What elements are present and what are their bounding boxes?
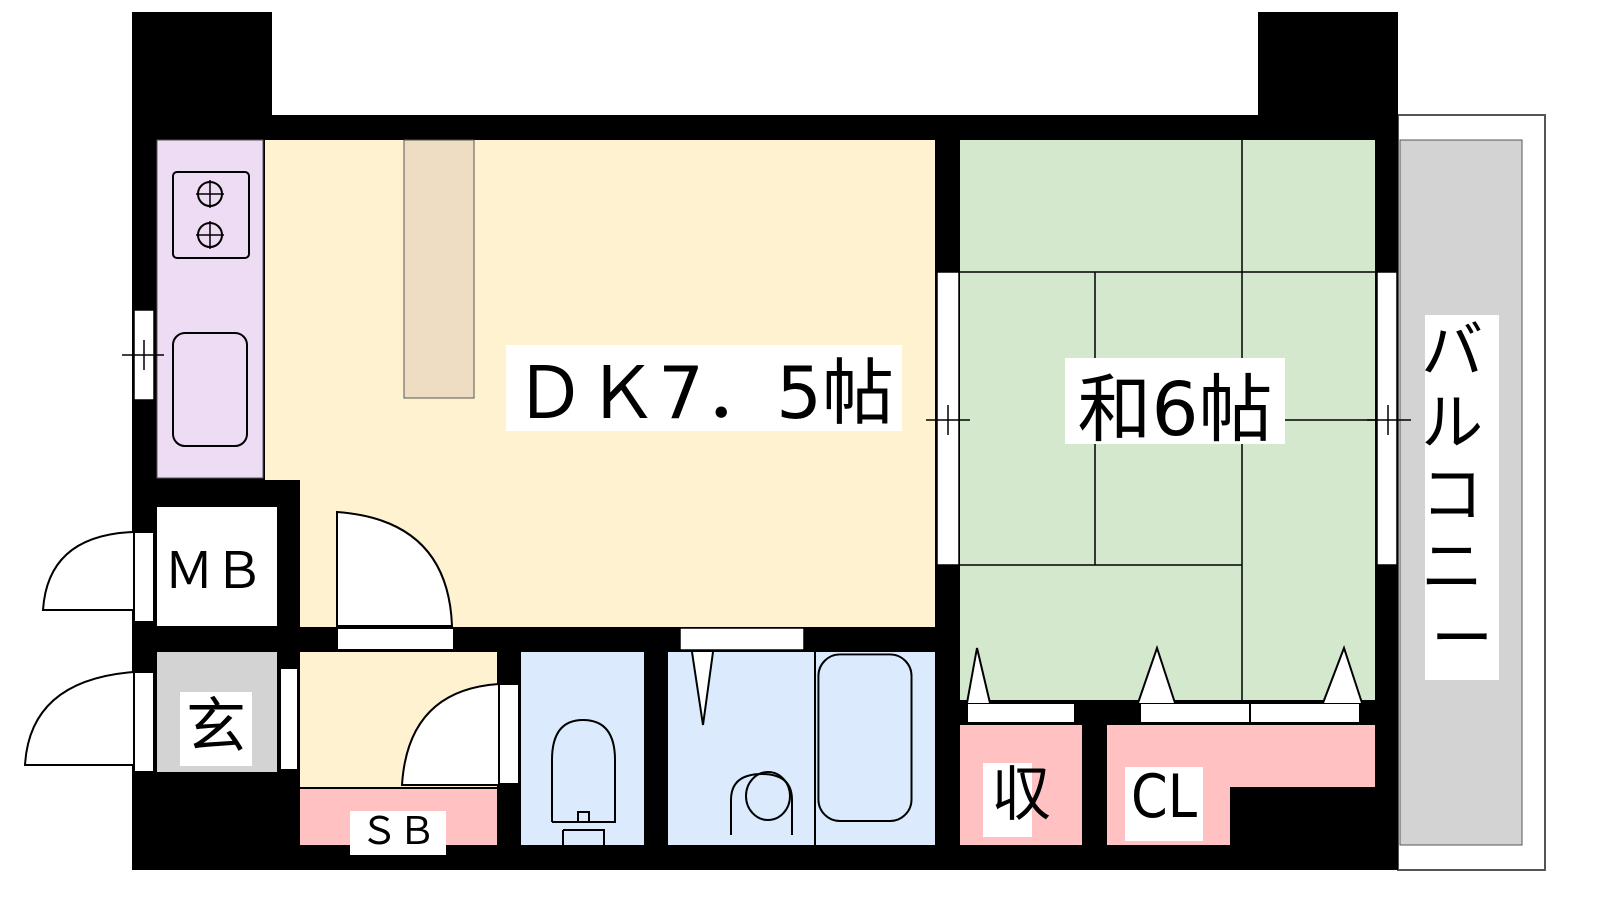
toilet-icon [551, 718, 616, 845]
dk-door [336, 627, 455, 651]
bathroom [668, 651, 935, 845]
doors [23, 510, 520, 786]
counter [403, 139, 475, 399]
toilet [521, 652, 644, 845]
balcony-label: バ ル コ ニ ー [1421, 314, 1503, 675]
kitchen [156, 139, 264, 479]
labels: ＤＫ7．5帖 和6帖 バ ル コ ニ ー ＭＢ 玄 ＳＢ 収 CL [164, 314, 1503, 855]
toilet-door [498, 683, 520, 785]
bathtub-icon [817, 653, 913, 823]
washbasin-icon [730, 772, 793, 835]
genkan-label: 玄 [186, 692, 246, 762]
closet-label: CL [1131, 762, 1197, 832]
windows [122, 271, 1411, 651]
sink-icon [172, 332, 248, 447]
stove-icon [172, 171, 250, 259]
mb-door [133, 531, 155, 623]
storage-label: 収 [991, 760, 1051, 830]
sb-label: ＳＢ [360, 809, 436, 853]
balcony [1397, 114, 1546, 871]
closet-doors [966, 644, 1363, 724]
dk-label: ＤＫ7．5帖 [514, 351, 894, 435]
entrance-door [133, 671, 155, 773]
washitsu-label: 和6帖 [1077, 367, 1272, 453]
mb-label: ＭＢ [164, 542, 264, 600]
